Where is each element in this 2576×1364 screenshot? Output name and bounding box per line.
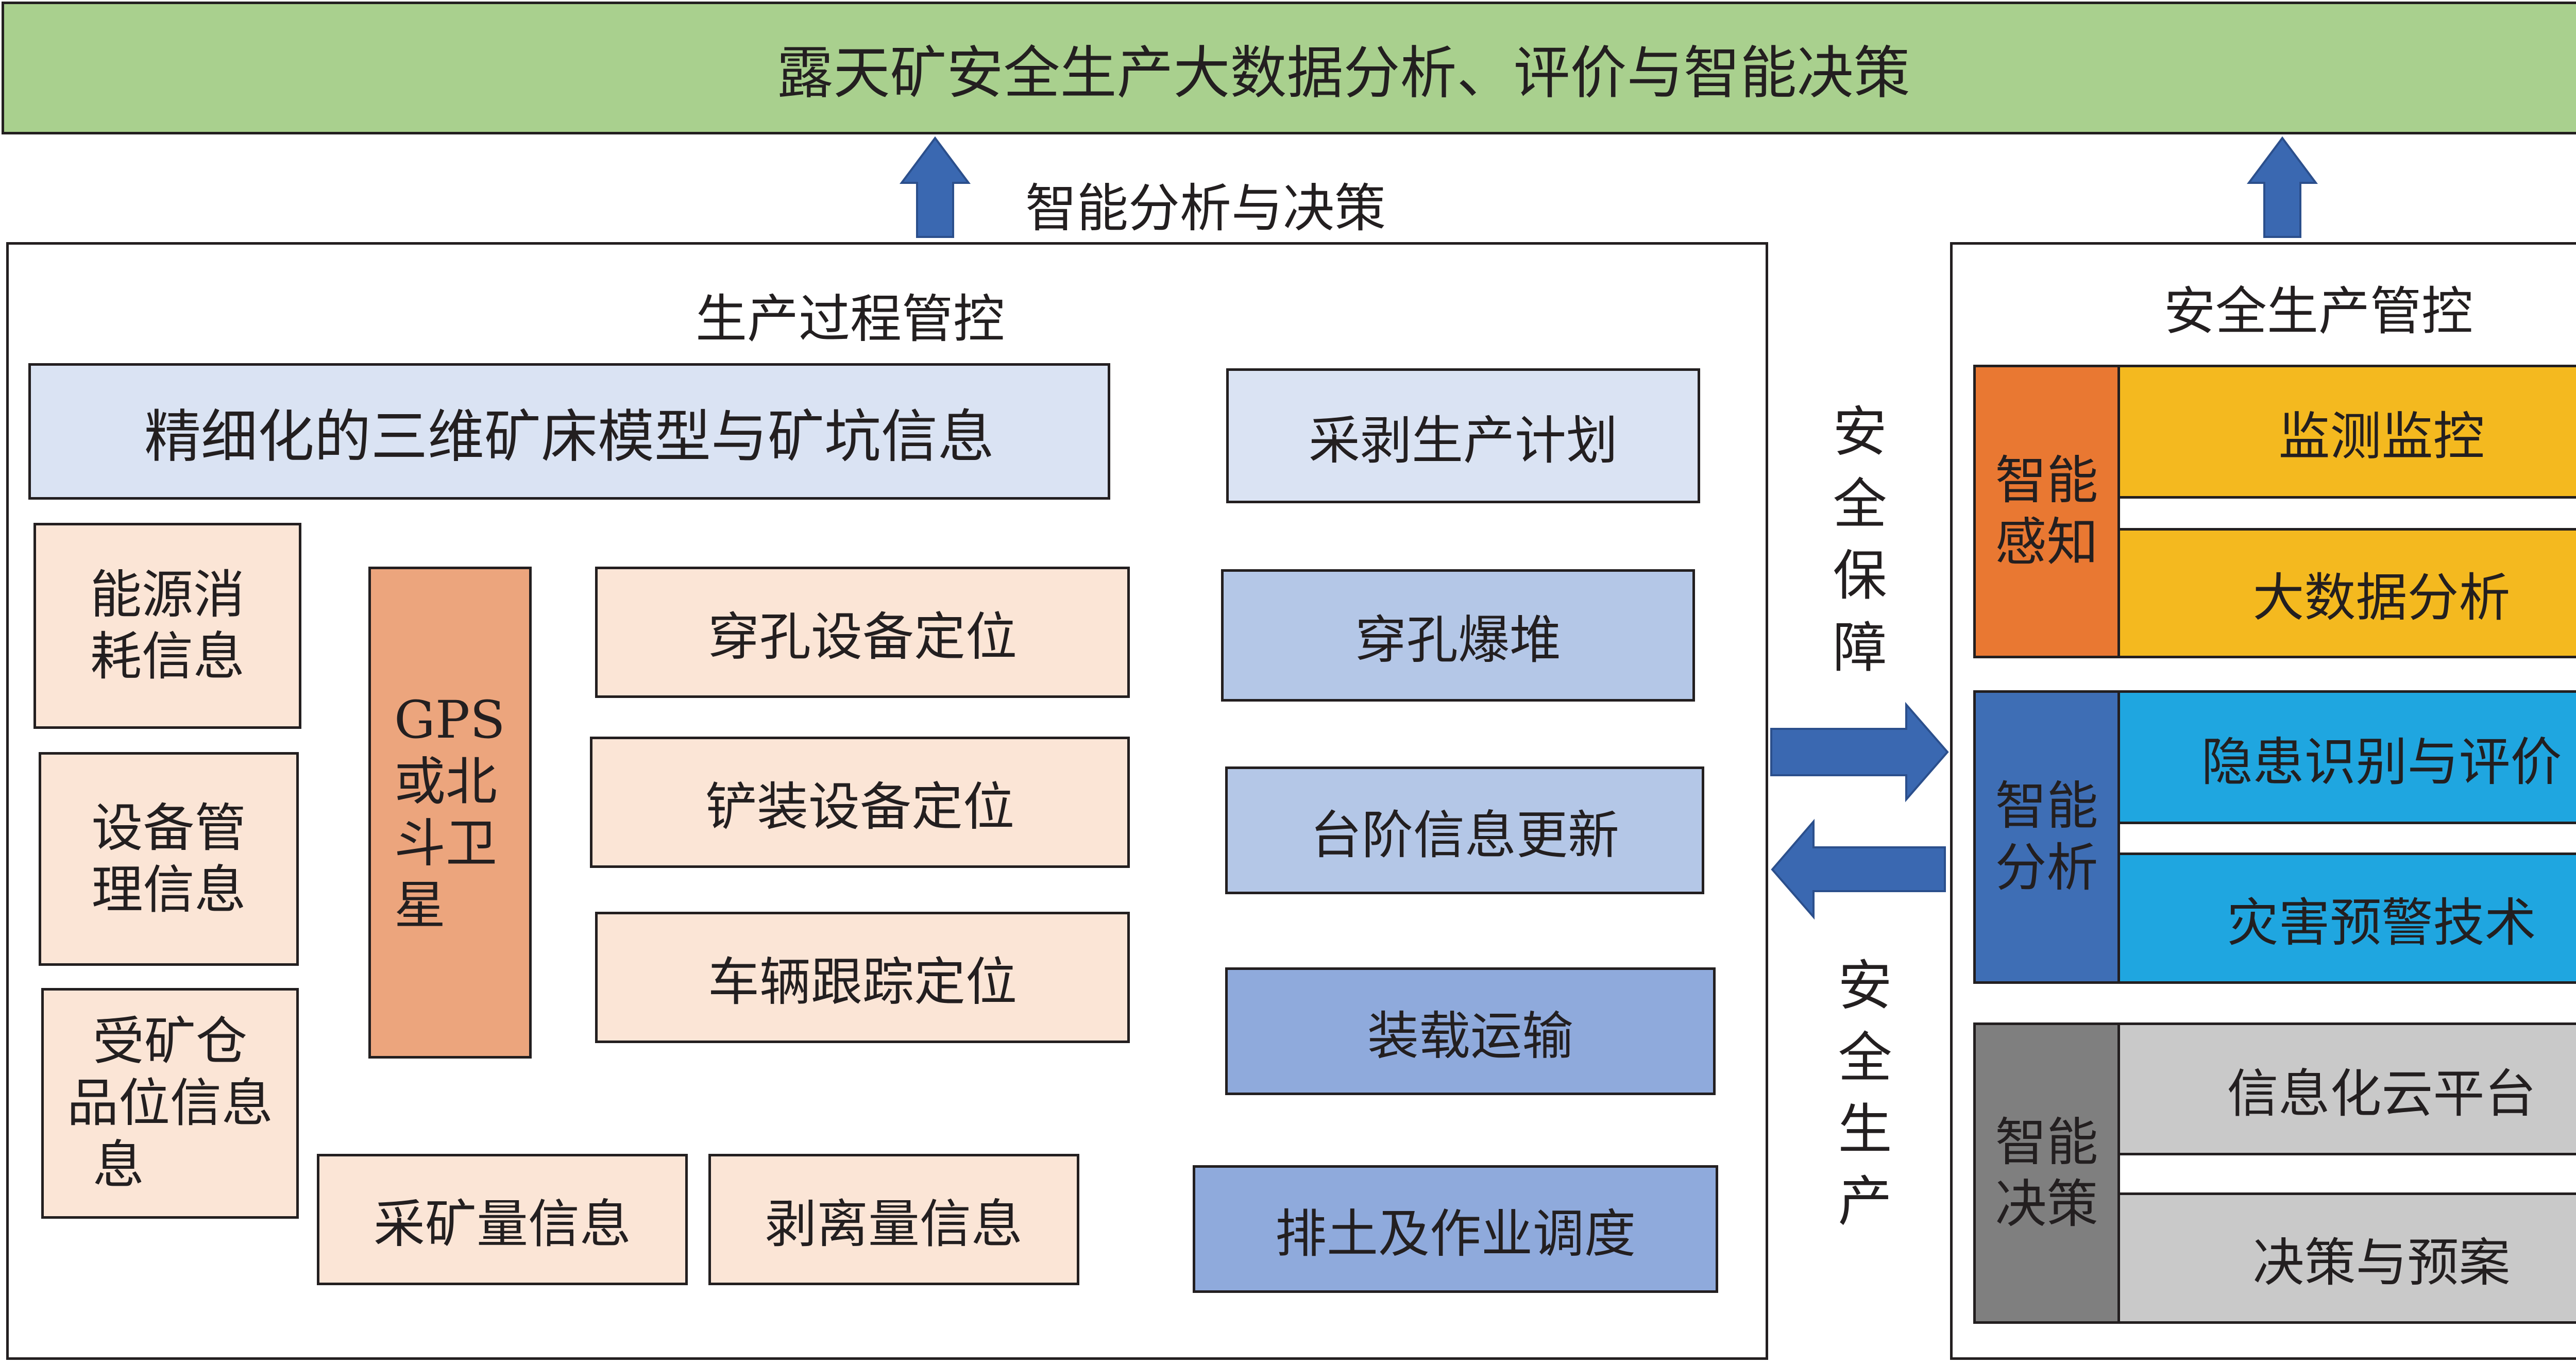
analysis-hazard-box: 隐患识别与评价 xyxy=(2117,690,2576,824)
flow-plan-label: 采剥生产计划 xyxy=(1309,410,1618,471)
decision-label-line1: 智能 xyxy=(1995,1112,2098,1172)
flow-load-label: 装载运输 xyxy=(1367,1005,1573,1066)
silo-line2: 品位信息 xyxy=(67,1073,273,1133)
left-arrow xyxy=(1771,819,1946,920)
safety-title: 安全生产管控 xyxy=(2164,281,2473,342)
sense-bigdata-box: 大数据分析 xyxy=(2117,528,2576,658)
flow-plan-box: 采剥生产计划 xyxy=(1226,368,1700,503)
flow-bench-box: 台阶信息更新 xyxy=(1225,766,1704,894)
strip-amount-box: 剥离量信息 xyxy=(708,1154,1079,1285)
up-arrow-left xyxy=(900,136,971,238)
decision-cloud-label: 信息化云平台 xyxy=(2227,1063,2536,1124)
drill-pos-box: 穿孔设备定位 xyxy=(595,567,1130,698)
decision-label-line2: 决策 xyxy=(1995,1173,2098,1234)
production-title: 生产过程管控 xyxy=(696,288,1005,349)
safe-production-char2: 全 xyxy=(1838,1026,1892,1089)
flow-dump-box: 排土及作业调度 xyxy=(1193,1165,1718,1293)
ore-amount-label: 采矿量信息 xyxy=(374,1194,631,1254)
analysis-label-box: 智能 分析 xyxy=(1973,690,2120,984)
drill-pos-label: 穿孔设备定位 xyxy=(708,607,1017,667)
strip-amount-label: 剥离量信息 xyxy=(765,1194,1023,1254)
sense-bigdata-label: 大数据分析 xyxy=(2252,568,2511,628)
safe-production-char3: 生 xyxy=(1838,1098,1892,1162)
sense-label-box: 智能 感知 xyxy=(1973,365,2120,658)
silo-line3: 息 xyxy=(93,1135,144,1195)
sense-label-line1: 智能 xyxy=(1995,450,2098,510)
up-arrow-right xyxy=(2247,136,2318,238)
analysis-hazard-label: 隐患识别与评价 xyxy=(2201,731,2562,792)
decision-plan-label: 决策与预案 xyxy=(2252,1233,2511,1293)
safety-guarantee-text: 安 全 保 障 xyxy=(1824,397,1896,685)
flow-drillblast-box: 穿孔爆堆 xyxy=(1221,569,1695,702)
gps-line2: 或北 xyxy=(394,751,497,812)
shovel-pos-label: 铲装设备定位 xyxy=(705,777,1014,837)
safe-production-char1: 安 xyxy=(1838,954,1892,1017)
equipment-line1: 设备管 xyxy=(91,797,246,858)
top-banner: 露天矿安全生产大数据分析、评价与智能决策 xyxy=(2,2,2576,134)
arrow-up-label: 智能分析与决策 xyxy=(1025,178,1386,238)
safety-guarantee-char1: 安 xyxy=(1833,401,1887,464)
decision-label-box: 智能 决策 xyxy=(1973,1022,2120,1324)
analysis-label-line1: 智能 xyxy=(1995,776,2098,836)
gps-box: GPS 或北 斗卫 星 xyxy=(368,567,532,1059)
safe-production-text: 安 全 生 产 xyxy=(1829,950,1901,1238)
gps-line3: 斗卫 xyxy=(394,813,497,874)
analysis-warning-label: 灾害预警技术 xyxy=(2227,893,2536,953)
banner-title: 露天矿安全生产大数据分析、评价与智能决策 xyxy=(776,40,1910,106)
safety-guarantee-char3: 保 xyxy=(1833,544,1887,608)
model-info-box: 精细化的三维矿床模型与矿坑信息 xyxy=(28,363,1110,500)
silo-line1: 受矿仓 xyxy=(93,1011,247,1071)
flow-drillblast-label: 穿孔爆堆 xyxy=(1355,610,1561,670)
flow-load-box: 装载运输 xyxy=(1225,967,1716,1095)
sense-monitor-label: 监测监控 xyxy=(2278,406,2485,467)
decision-cloud-box: 信息化云平台 xyxy=(2117,1022,2576,1155)
vehicle-track-label: 车辆跟踪定位 xyxy=(708,952,1017,1012)
safety-guarantee-char4: 障 xyxy=(1833,616,1887,679)
analysis-warning-box: 灾害预警技术 xyxy=(2117,852,2576,984)
decision-plan-box: 决策与预案 xyxy=(2117,1192,2576,1324)
safety-guarantee-char2: 全 xyxy=(1833,472,1887,536)
flow-bench-label: 台阶信息更新 xyxy=(1310,805,1619,865)
equipment-line2: 理信息 xyxy=(91,859,246,920)
shovel-pos-box: 铲装设备定位 xyxy=(590,737,1130,868)
vehicle-track-box: 车辆跟踪定位 xyxy=(595,912,1130,1043)
silo-box: 受矿仓 品位信息 息 xyxy=(41,988,299,1219)
sense-monitor-box: 监测监控 xyxy=(2117,365,2576,499)
analysis-label-line2: 分析 xyxy=(1995,838,2098,898)
energy-box: 能源消 耗信息 xyxy=(33,523,301,729)
flow-dump-label: 排土及作业调度 xyxy=(1275,1203,1636,1264)
gps-line4: 星 xyxy=(394,875,446,935)
ore-amount-box: 采矿量信息 xyxy=(317,1154,688,1285)
safe-production-char4: 产 xyxy=(1838,1170,1892,1233)
sense-label-line2: 感知 xyxy=(1995,512,2098,572)
gps-line1: GPS xyxy=(394,689,505,750)
model-info-label: 精细化的三维矿床模型与矿坑信息 xyxy=(144,403,994,470)
energy-line1: 能源消 xyxy=(90,565,245,625)
right-arrow xyxy=(1770,702,1949,803)
energy-line2: 耗信息 xyxy=(90,626,245,687)
equipment-box: 设备管 理信息 xyxy=(39,752,299,966)
